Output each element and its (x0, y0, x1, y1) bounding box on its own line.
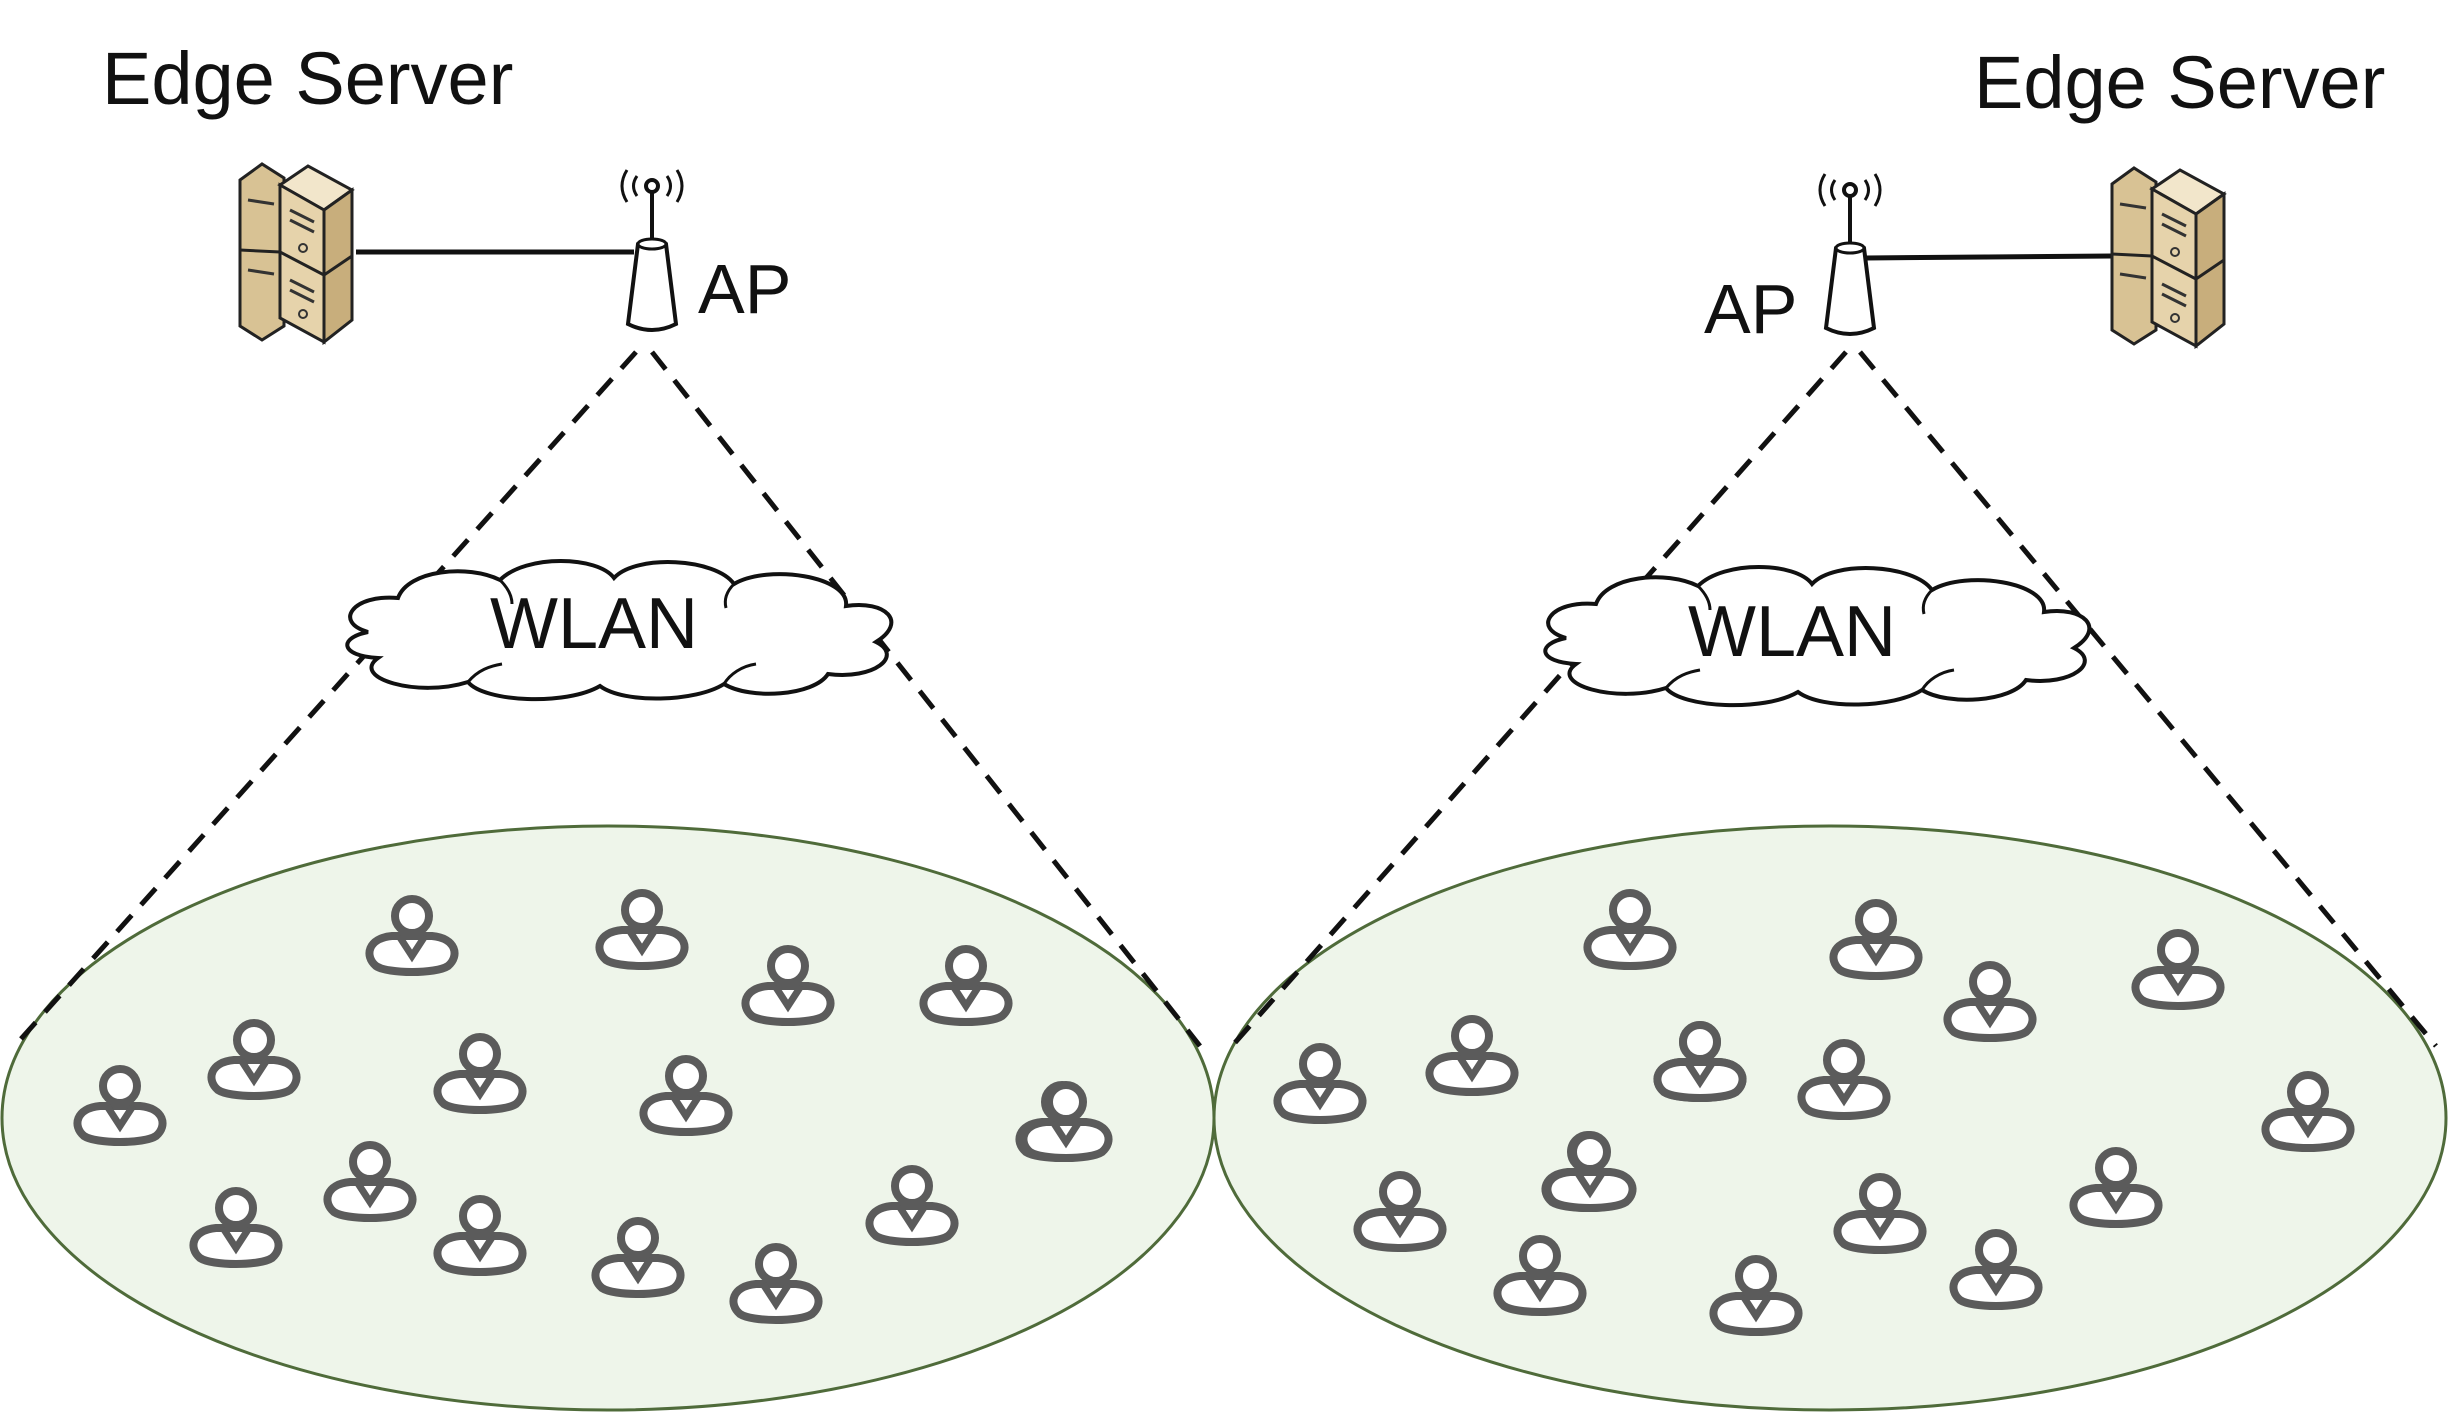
left-cloud-label: WLAN (490, 584, 699, 664)
right-server-label: Edge Server (1974, 41, 2386, 124)
right-server-rack-icon (2110, 166, 2226, 348)
right-coverage-lines (1230, 350, 2438, 1048)
left-coverage-lines (18, 350, 1202, 1048)
right-access-point-icon (1818, 172, 1882, 336)
right-ap-label: AP (1704, 270, 1798, 348)
right-cloud-label: WLAN (1688, 592, 1897, 672)
left-server-rack-icon (238, 162, 354, 344)
right-server-ap-link (1865, 253, 2113, 261)
left-coverage-area (0, 824, 1216, 1412)
left-ap-label: AP (698, 250, 792, 328)
left-server-label: Edge Server (102, 37, 514, 120)
